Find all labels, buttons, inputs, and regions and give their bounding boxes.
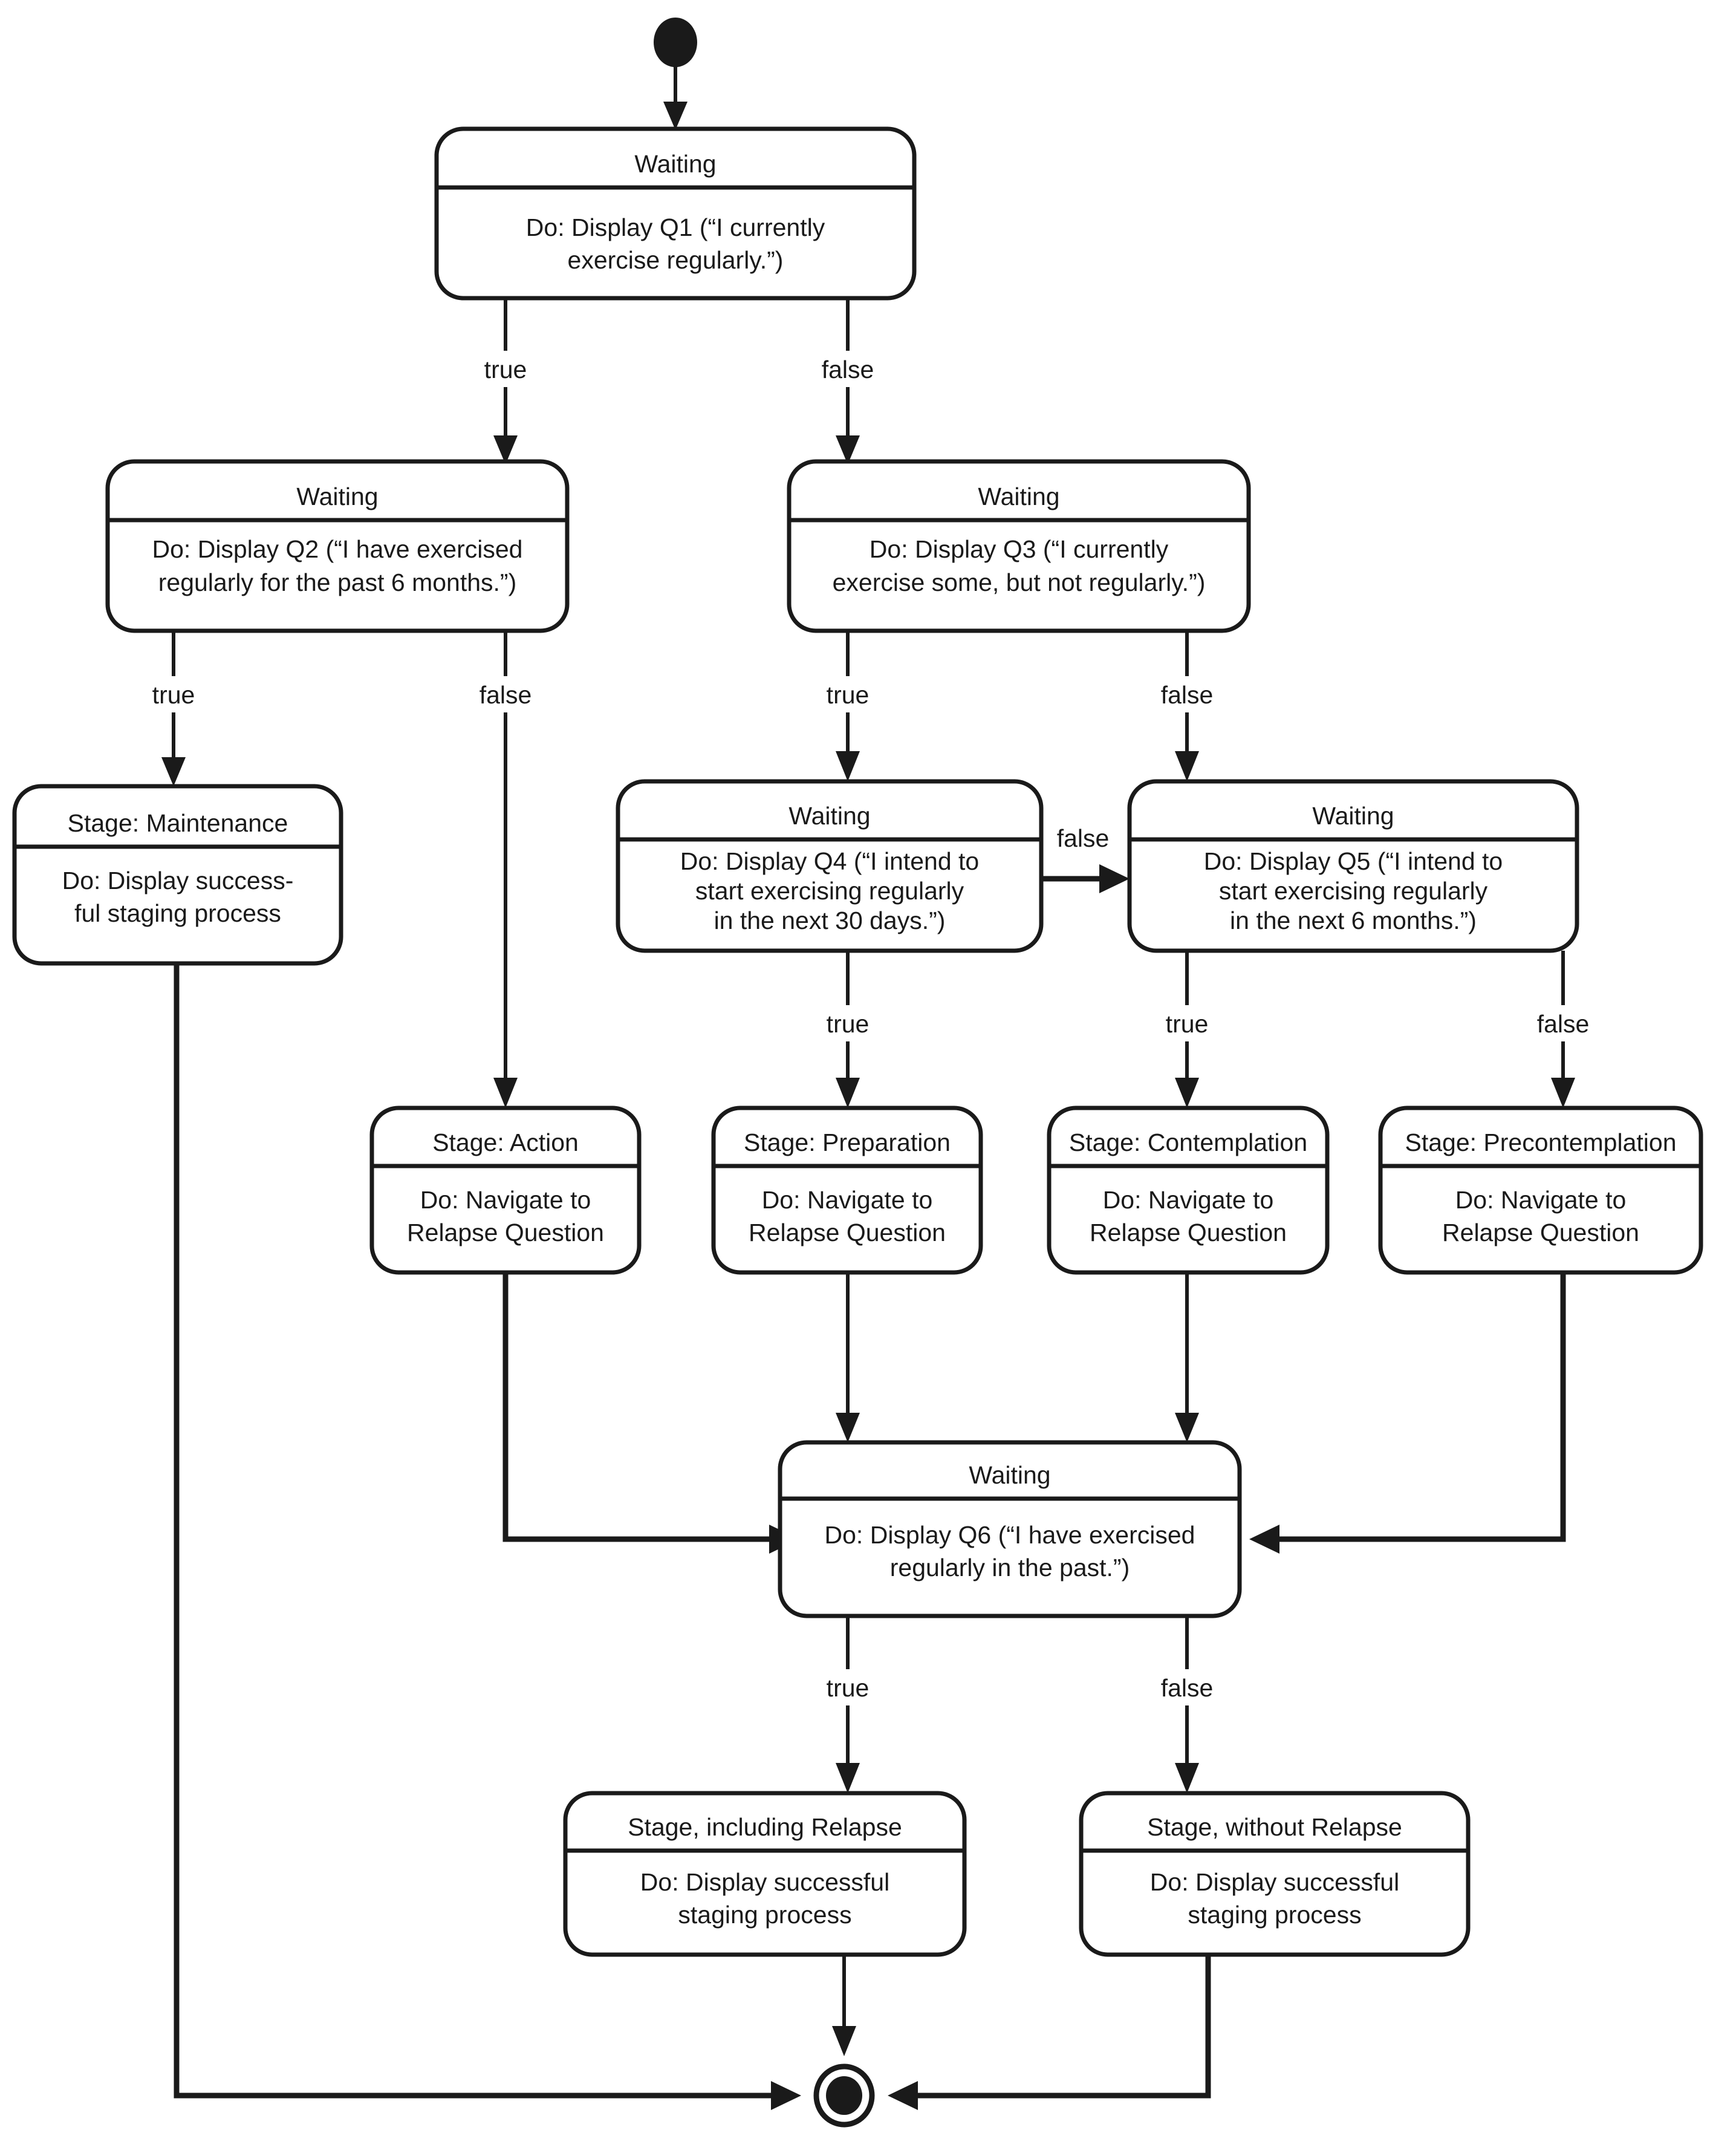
state-node-q3[interactable]: Waiting Do: Display Q3 (“I currently exe… (787, 459, 1251, 633)
edge-label-q2-true: true (152, 681, 195, 709)
edge-action-to-q6 (502, 1272, 799, 1554)
q6-body-line-1: Do: Display Q6 (“I have exercised (825, 1521, 1195, 1549)
precontemplation-body-line-1: Do: Navigate to (1455, 1186, 1627, 1214)
action-body-line-1: Do: Navigate to (420, 1186, 591, 1214)
edge-q5-true-to-contemplation (1175, 951, 1199, 1108)
q5-body-line-1: Do: Display Q5 (“I intend to (1204, 847, 1503, 875)
preparation-body-line-2: Relapse Question (749, 1219, 946, 1246)
q3-body-line-1: Do: Display Q3 (“I currently (870, 535, 1169, 563)
q5-title: Waiting (1312, 802, 1394, 830)
stage-without-relapse-body-line-2: staging process (1188, 1901, 1361, 1929)
edge-q4-true-to-preparation (836, 951, 860, 1108)
final-state-node (813, 2063, 875, 2128)
edge-contemplation-to-q6 (1175, 1272, 1199, 1442)
q1-body-line-2: exercise regularly.”) (568, 246, 784, 274)
state-node-stage-without-relapse[interactable]: Stage, without Relapse Do: Display succe… (1079, 1791, 1471, 1957)
edge-q6-true-to-stage-with-relapse (836, 1616, 860, 1793)
edge-label-q3-false: false (1161, 681, 1214, 709)
edge-stage-with-relapse-to-final (832, 1955, 856, 2056)
precontemplation-title: Stage: Precontemplation (1405, 1129, 1677, 1156)
contemplation-body-line-2: Relapse Question (1090, 1219, 1287, 1246)
stage-without-relapse-body-line-1: Do: Display successful (1150, 1868, 1399, 1896)
edge-label-q6-false: false (1161, 1674, 1214, 1702)
contemplation-title: Stage: Contemplation (1069, 1129, 1307, 1156)
preparation-title: Stage: Preparation (744, 1129, 951, 1156)
edge-q1-false-to-q3 (836, 298, 860, 464)
maintenance-title: Stage: Maintenance (68, 809, 288, 837)
stage-with-relapse-title: Stage, including Relapse (628, 1813, 902, 1841)
state-node-maintenance[interactable]: Stage: Maintenance Do: Display success- … (12, 784, 343, 966)
state-node-stage-with-relapse[interactable]: Stage, including Relapse Do: Display suc… (563, 1791, 967, 1957)
q6-title: Waiting (969, 1461, 1050, 1489)
edge-label-q1-true: true (484, 356, 527, 383)
state-node-preparation[interactable]: Stage: Preparation Do: Navigate to Relap… (711, 1106, 983, 1275)
q2-body-line-1: Do: Display Q2 (“I have exercised (152, 535, 523, 563)
q1-body-line-1: Do: Display Q1 (“I currently (526, 213, 825, 241)
q4-body-line-2: start exercising regularly (695, 877, 964, 905)
state-node-action[interactable]: Stage: Action Do: Navigate to Relapse Qu… (369, 1106, 642, 1275)
precontemplation-body-line-2: Relapse Question (1442, 1219, 1639, 1246)
q4-body-line-1: Do: Display Q4 (“I intend to (680, 847, 979, 875)
edge-q2-true-to-maintenance (161, 630, 186, 786)
q2-title: Waiting (296, 483, 378, 510)
edge-label-q2-false: false (480, 681, 532, 709)
state-node-precontemplation[interactable]: Stage: Precontemplation Do: Navigate to … (1378, 1106, 1703, 1275)
state-node-q1[interactable]: Waiting Do: Display Q1 (“I currently exe… (434, 126, 917, 301)
edge-label-q4-true: true (827, 1010, 870, 1038)
edge-maintenance-to-final (174, 965, 801, 2110)
edge-stage-without-relapse-to-final (888, 1955, 1211, 2110)
edge-q6-false-to-stage-without-relapse (1175, 1616, 1199, 1793)
edge-label-q3-true: true (827, 681, 870, 709)
edge-label-q4-false: false (1057, 824, 1110, 852)
state-node-q2[interactable]: Waiting Do: Display Q2 (“I have exercise… (105, 459, 570, 633)
edge-preparation-to-q6 (836, 1272, 860, 1442)
edge-q4-false-to-q5 (1040, 864, 1130, 893)
edge-q3-true-to-q4 (836, 630, 860, 781)
edge-label-q5-true: true (1166, 1010, 1209, 1038)
q5-body-line-2: start exercising regularly (1219, 877, 1488, 905)
edge-label-q6-true: true (827, 1674, 870, 1702)
edge-q5-false-to-precontemplation (1551, 951, 1575, 1108)
preparation-body-line-1: Do: Navigate to (762, 1186, 933, 1214)
edge-initial-to-q1 (663, 64, 688, 130)
edge-q2-false-to-action (493, 630, 518, 1108)
edge-label-q1-false: false (822, 356, 874, 383)
q4-body-line-3: in the next 30 days.”) (714, 907, 946, 934)
q2-body-line-2: regularly for the past 6 months.”) (158, 568, 516, 596)
contemplation-body-line-1: Do: Navigate to (1103, 1186, 1274, 1214)
maintenance-body-line-1: Do: Display success- (62, 867, 294, 894)
state-node-q6[interactable]: Waiting Do: Display Q6 (“I have exercise… (778, 1440, 1242, 1618)
q5-body-line-3: in the next 6 months.”) (1230, 907, 1477, 934)
q1-title: Waiting (634, 150, 716, 178)
maintenance-body-line-2: ful staging process (74, 899, 281, 927)
stage-with-relapse-body-line-1: Do: Display successful (640, 1868, 889, 1896)
action-body-line-2: Relapse Question (407, 1219, 604, 1246)
q6-body-line-2: regularly in the past.”) (890, 1554, 1130, 1581)
stage-without-relapse-title: Stage, without Relapse (1147, 1813, 1402, 1841)
q3-title: Waiting (978, 483, 1059, 510)
q3-body-line-2: exercise some, but not regularly.”) (833, 568, 1206, 596)
edge-label-q5-false: false (1537, 1010, 1590, 1038)
initial-state-node (654, 18, 697, 67)
edge-q3-false-to-q5 (1175, 630, 1199, 781)
edge-precontemplation-to-q6 (1249, 1272, 1566, 1554)
state-node-contemplation[interactable]: Stage: Contemplation Do: Navigate to Rel… (1047, 1106, 1330, 1275)
state-node-q5[interactable]: Waiting Do: Display Q5 (“I intend to sta… (1127, 779, 1579, 953)
q4-title: Waiting (788, 802, 870, 830)
state-node-q4[interactable]: Waiting Do: Display Q4 (“I intend to sta… (616, 779, 1044, 953)
edge-q1-true-to-q2 (493, 298, 518, 464)
stage-with-relapse-body-line-2: staging process (678, 1901, 851, 1929)
action-title: Stage: Action (432, 1129, 579, 1156)
